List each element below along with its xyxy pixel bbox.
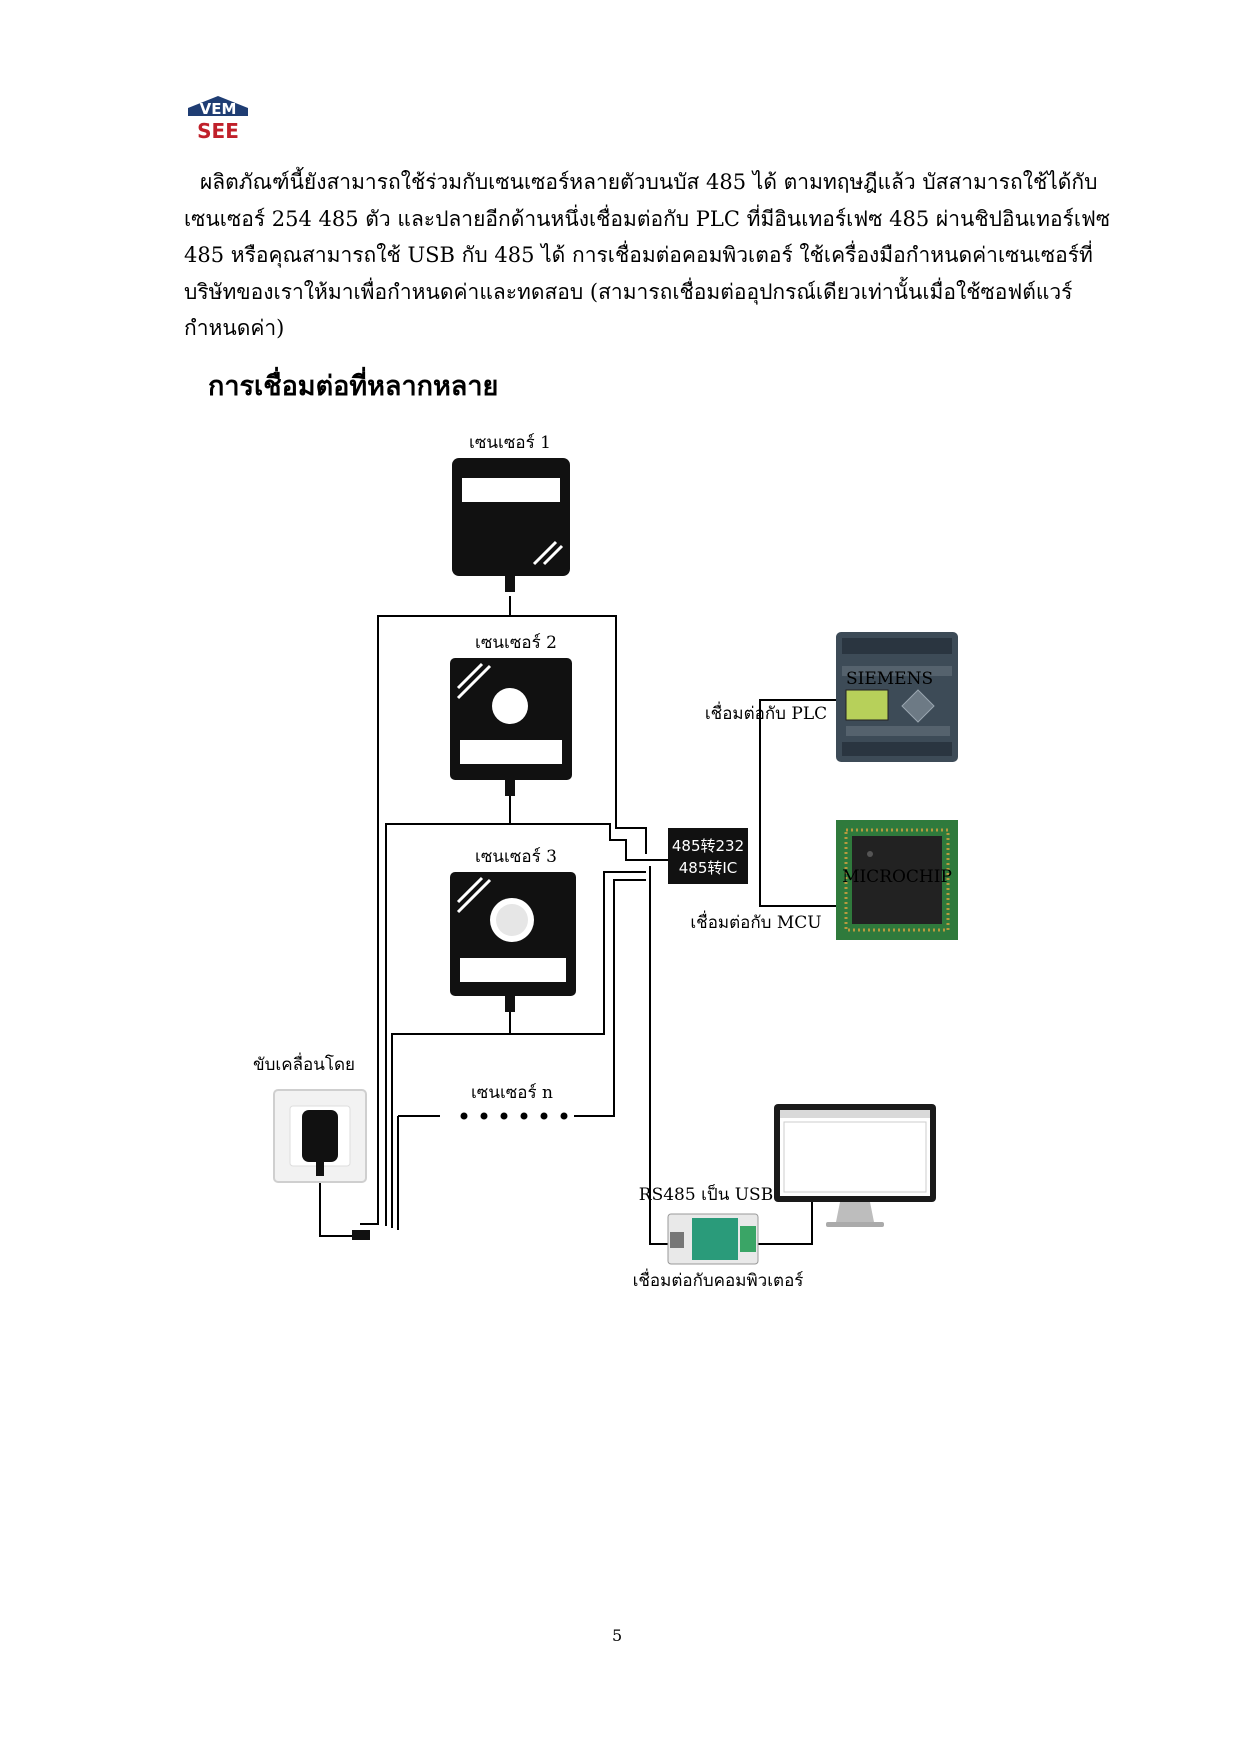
logo-text-top: VEM (200, 100, 237, 118)
converter-module: 485转232 485转IC (668, 828, 748, 884)
mcu-brand: MICROCHIP (842, 867, 952, 887)
sensor-3-display (460, 958, 566, 982)
terminal-block (740, 1226, 756, 1252)
sensor-2-label: เซนเซอร์ 2 (475, 633, 557, 653)
sensor-2-window (492, 688, 528, 724)
power-adapter (302, 1110, 338, 1162)
sensor-2-connector (505, 780, 515, 796)
mcu-device: เชื่อมต่อกับ MCU MICROCHIP (690, 820, 958, 940)
vemsee-logo: VEM SEE (188, 96, 248, 143)
plc-brand: SIEMENS (846, 669, 933, 689)
usb-port (670, 1232, 684, 1248)
usb-converter-label-plate (692, 1218, 738, 1260)
plc-screen (845, 689, 889, 721)
usb-converter: RS485 เป็น USB เชื่อมต่อกับคอมพิวเตอร์ (633, 1183, 804, 1291)
sensor-3-label: เซนเซอร์ 3 (475, 847, 557, 867)
sensor-n-label: เซนเซอร์ n (471, 1083, 553, 1103)
mcu-chip (852, 836, 942, 924)
computer-monitor (774, 1104, 936, 1227)
page-number: 5 (612, 1626, 623, 1645)
sensor-n: เซนเซอร์ n (460, 1083, 568, 1120)
ellipsis-dots (460, 1112, 568, 1120)
logo-text-bottom: SEE (197, 119, 239, 143)
paragraph-line: เซนเซอร์ 254 485 ตัว และปลายอีกด้านหนึ่ง… (184, 206, 1111, 231)
sensor-3-connector (505, 996, 515, 1012)
power-plug (352, 1230, 370, 1240)
mcu-label: เชื่อมต่อกับ MCU (690, 910, 821, 933)
intro-paragraph: ผลิตภัณฑ์นี้ยังสามารถใช้ร่วมกับเซนเซอร์ห… (184, 164, 1114, 347)
computer-label: เชื่อมต่อกับคอมพิวเตอร์ (633, 1268, 804, 1291)
converter-label-1: 485转232 (672, 837, 744, 855)
converter-label-2: 485转IC (679, 859, 738, 877)
plc-device: เชื่อมต่อกับ PLC SIEMENS (705, 632, 958, 762)
sensor-1-body (452, 458, 570, 576)
section-heading: การเชื่อมต่อที่หลากหลาย (208, 371, 499, 402)
sensor-3-window (496, 904, 528, 936)
sensor-1: เซนเซอร์ 1 (452, 433, 570, 592)
sensor-2: เซนเซอร์ 2 (450, 633, 572, 796)
paragraph-line: 485 หรือคุณสามารถใช้ USB กับ 485 ได้ การ… (184, 243, 1093, 267)
sensor-1-label: เซนเซอร์ 1 (469, 433, 551, 453)
power-label: ขับเคลื่อนโดย (253, 1052, 355, 1075)
power-supply: ขับเคลื่อนโดย (253, 1052, 370, 1240)
paragraph-line: กำหนดค่า) (184, 316, 285, 340)
converter-box (668, 828, 748, 884)
plc-keypad (901, 689, 935, 723)
sensor-1-display (462, 478, 560, 502)
sensor-1-connector (505, 576, 515, 592)
usb-label: RS485 เป็น USB (639, 1183, 773, 1205)
sensor-2-display (460, 740, 562, 764)
paragraph-line: บริษัทของเราให้มาเพื่อกำหนดค่าและทดสอบ (… (184, 279, 1073, 304)
wiring (319, 596, 836, 1245)
monitor-stand (836, 1202, 874, 1222)
plc-label: เชื่อมต่อกับ PLC (705, 701, 827, 724)
paragraph-line: ผลิตภัณฑ์นี้ยังสามารถใช้ร่วมกับเซนเซอร์ห… (200, 170, 1098, 194)
sensor-3: เซนเซอร์ 3 (450, 847, 576, 1012)
